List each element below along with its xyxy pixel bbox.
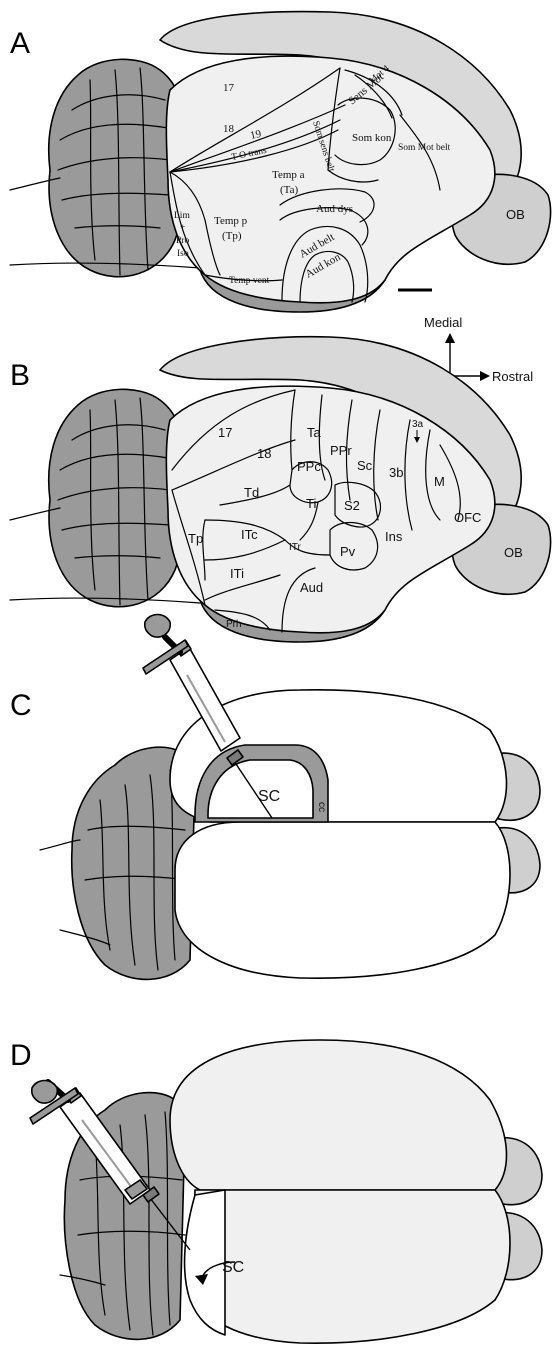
label-b-prh: Prh: [226, 619, 242, 630]
label-b-s2: S2: [344, 498, 360, 513]
label-a-17: 17: [223, 82, 235, 94]
label-b-iti: ITi: [230, 566, 244, 581]
medial-wall: [185, 1190, 225, 1335]
compass-medial-label: Medial: [424, 315, 462, 330]
label-b-aud: Aud: [300, 580, 323, 595]
cerebellum: [49, 389, 187, 606]
label-b-ppc: PPc: [297, 459, 321, 474]
label-b-m: M: [434, 474, 445, 489]
panel-c-letter: C: [10, 689, 32, 722]
panel-d-letter: D: [10, 1039, 32, 1072]
panel-b-letter: B: [10, 359, 30, 392]
label-b-18: 18: [257, 446, 271, 461]
label-a-ob: OB: [506, 207, 525, 222]
label-b-ins: Ins: [385, 529, 403, 544]
label-b-itr: ITr: [289, 542, 302, 553]
label-b-sc: Sc: [357, 458, 373, 473]
label-b-ob: OB: [504, 545, 523, 560]
panel-a: A: [10, 12, 551, 312]
panel-a-letter: A: [10, 27, 30, 60]
label-b-td: Td: [244, 485, 259, 500]
label-b-ofc: OFC: [454, 510, 481, 525]
label-a-18: 18: [223, 123, 235, 135]
label-a-plus: +: [180, 223, 185, 233]
label-a-som-mot-belt: Som Mot belt: [398, 143, 451, 153]
label-b-3b: 3b: [389, 465, 403, 480]
lower-hemisphere: [175, 822, 510, 978]
label-a-temp-p: Temp p: [214, 215, 248, 227]
label-c-cc: cc: [316, 802, 327, 812]
label-a-lim: Lim: [174, 211, 190, 221]
label-a-temp-p-abbr: (Tp): [222, 230, 242, 242]
label-a-iso: Iso: [177, 249, 189, 259]
label-a-temp-vent: Temp vent: [229, 276, 270, 286]
label-b-pv: Pv: [340, 544, 356, 559]
label-b-17: 17: [218, 425, 232, 440]
compass-rostral-label: Rostral: [492, 369, 533, 384]
label-b-ppr: PPr: [330, 443, 352, 458]
label-a-pro: Pro: [176, 236, 189, 246]
label-b-itc: ITc: [241, 527, 258, 542]
label-b-ta: Ta: [307, 425, 322, 440]
upper-hemisphere: [170, 1040, 506, 1190]
label-a-temp-a-abbr: (Ta): [280, 184, 298, 196]
label-b-tp: Tp: [188, 531, 203, 546]
label-d-sc: SC: [222, 1259, 244, 1276]
panel-b: B: [10, 337, 551, 642]
panel-d: D SC: [10, 1039, 542, 1343]
label-a-temp-a: Temp a: [272, 169, 305, 181]
label-a-som-kon: Som kon: [352, 132, 392, 144]
label-a-aud-dys: Aud dys: [316, 203, 353, 215]
panel-c: C SC cc: [10, 615, 540, 980]
cerebellum: [49, 59, 187, 276]
label-b-3a: 3a: [412, 419, 424, 430]
label-b-ti: Ti: [306, 496, 316, 511]
